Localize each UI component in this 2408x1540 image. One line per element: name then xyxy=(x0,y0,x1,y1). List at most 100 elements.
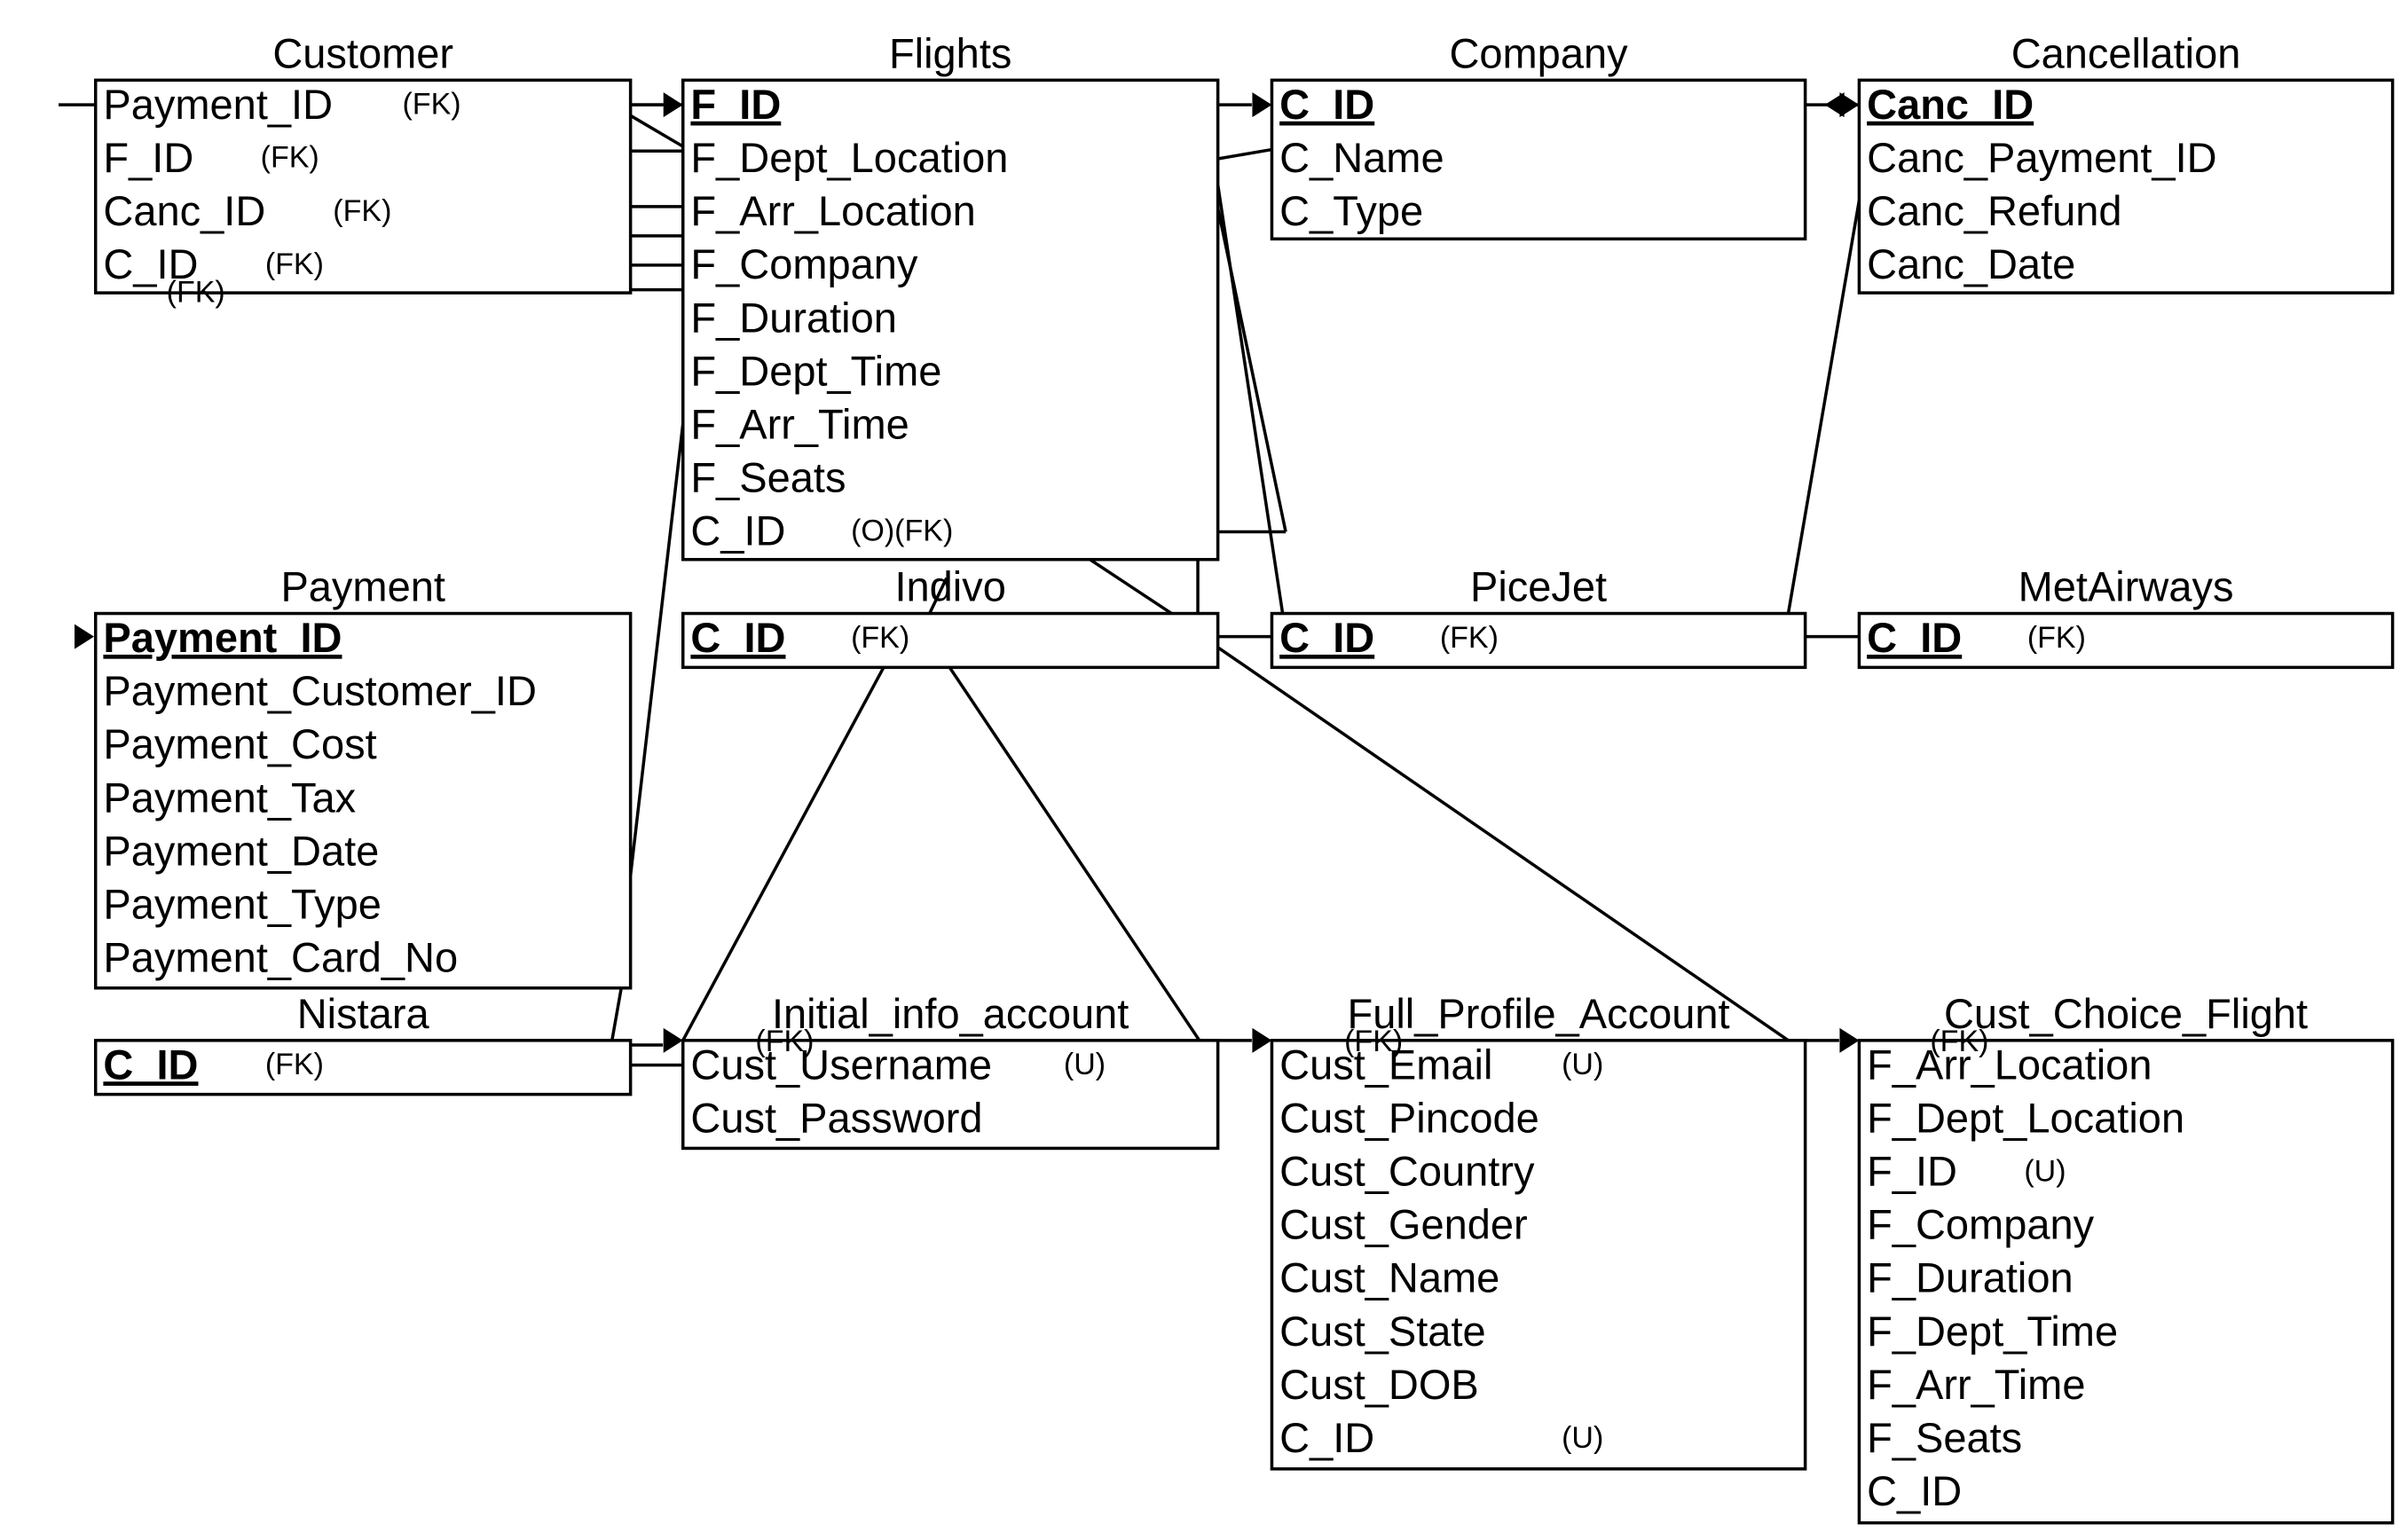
arrowhead xyxy=(1839,1027,1860,1053)
attribute-field: Canc_Refund xyxy=(1867,187,2121,234)
attribute-field: Payment_Date xyxy=(103,827,379,874)
relationship-line xyxy=(1217,147,1272,161)
key-tag: (FK) xyxy=(265,1048,324,1081)
primary-key-field: C_ID xyxy=(1867,614,1962,661)
table-cust-choice-flight: Cust_Choice_FlightF_Arr_LocationF_Dept_L… xyxy=(1857,990,2395,1525)
attribute-field: Payment_Cost xyxy=(103,720,376,767)
attribute-field: Payment_Card_No xyxy=(103,934,458,981)
arrowhead xyxy=(1824,92,1845,118)
primary-key-field: C_ID xyxy=(1279,81,1374,128)
key-tag: (FK) xyxy=(265,248,324,281)
table-box xyxy=(93,78,633,295)
attribute-field: F_ID xyxy=(1867,1147,1957,1194)
table-title: Company xyxy=(1449,29,1628,76)
relationship-line xyxy=(1089,558,1173,615)
attribute-field: Cust_Country xyxy=(1279,1147,1535,1194)
entity-tables: CustomerPayment_ID(FK)F_ID(FK)Canc_ID(FK… xyxy=(93,29,2395,1525)
relationship-line xyxy=(610,987,623,1041)
table-title: PiceJet xyxy=(1470,563,1607,610)
table-customer: CustomerPayment_ID(FK)F_ID(FK)Canc_ID(FK… xyxy=(93,29,633,310)
key-tag: (FK) xyxy=(851,621,909,655)
table-title: Nistara xyxy=(297,990,430,1037)
attribute-field: F_Company xyxy=(690,240,917,287)
arrowhead xyxy=(663,92,683,118)
primary-key-field: C_ID xyxy=(103,1041,198,1088)
arrowhead xyxy=(1252,1027,1272,1053)
key-tag: (U) xyxy=(1064,1048,1106,1081)
key-tag: (O)(FK) xyxy=(851,515,953,548)
attribute-field: F_Dept_Time xyxy=(1867,1308,2118,1355)
primary-key-field: F_ID xyxy=(690,81,781,128)
table-title: Customer xyxy=(272,29,453,76)
relationship-line xyxy=(681,612,915,1041)
key-tag: (U) xyxy=(1562,1421,1603,1455)
attribute-field: Cust_Name xyxy=(1279,1254,1499,1301)
attribute-field: C_ID xyxy=(1279,1414,1374,1461)
attribute-field: Canc_Payment_ID xyxy=(1867,134,2216,181)
attribute-field: Cust_DOB xyxy=(1279,1361,1479,1408)
attribute-field: F_Arr_Location xyxy=(1867,1041,2152,1088)
attribute-field: Canc_Date xyxy=(1867,240,2075,287)
attribute-field: C_ID xyxy=(103,240,198,287)
overlapping-key-tag: (FK) xyxy=(755,1025,814,1058)
attribute-field: F_Dept_Location xyxy=(690,134,1008,181)
attribute-field: F_Duration xyxy=(1867,1254,2074,1301)
table-box xyxy=(93,611,633,990)
attribute-field: Payment_ID xyxy=(103,81,333,128)
table-initial-info-account: Initial_info_accountCust_Username(U)Cust… xyxy=(681,990,1220,1151)
attribute-field: Payment_Customer_ID xyxy=(103,667,536,714)
attribute-field: Cust_Email xyxy=(1279,1041,1492,1088)
attribute-field: F_Seats xyxy=(690,454,846,501)
key-tag: (U) xyxy=(2024,1154,2066,1188)
attribute-field: C_ID xyxy=(690,507,785,554)
primary-key-field: C_ID xyxy=(690,614,785,661)
attribute-field: Cust_State xyxy=(1279,1308,1486,1355)
arrowhead xyxy=(663,1027,683,1053)
table-title: Full_Profile_Account xyxy=(1348,990,1730,1037)
table-title: Payment xyxy=(280,563,445,610)
table-title: Initial_info_account xyxy=(772,990,1129,1037)
table-box xyxy=(681,78,1220,562)
relationship-line xyxy=(1786,200,1861,614)
attribute-field: F_Arr_Time xyxy=(1867,1361,2085,1408)
key-tag: (FK) xyxy=(2027,621,2086,655)
attribute-field: F_Duration xyxy=(690,294,897,341)
key-tag: (FK) xyxy=(333,194,391,228)
attribute-field: C_Type xyxy=(1279,187,1423,234)
key-tag: (FK) xyxy=(402,88,460,122)
table-box xyxy=(1270,1039,1807,1471)
attribute-field: F_Seats xyxy=(1867,1414,2022,1461)
key-tag: (FK) xyxy=(1440,621,1499,655)
key-tag: (FK) xyxy=(261,141,319,175)
relationship-lines xyxy=(59,103,1861,1067)
attribute-field: Cust_Pincode xyxy=(1279,1094,1539,1141)
table-box xyxy=(681,611,1220,670)
table-cancellation: CancellationCanc_IDCanc_Payment_IDCanc_R… xyxy=(1857,29,2395,295)
key-tag: (U) xyxy=(1562,1048,1603,1081)
table-title: Cancellation xyxy=(2011,29,2241,76)
attribute-field: Cust_Password xyxy=(690,1094,982,1141)
attribute-field: F_ID xyxy=(103,134,193,181)
attribute-field: F_Dept_Time xyxy=(690,347,941,394)
arrowhead xyxy=(1252,92,1272,118)
arrowhead xyxy=(1839,92,1860,118)
table-box xyxy=(1857,78,2395,295)
attribute-field: F_Company xyxy=(1867,1201,2094,1248)
table-title: MetAirways xyxy=(2018,563,2234,610)
table-box xyxy=(1270,611,1807,670)
attribute-field: Payment_Type xyxy=(103,881,382,928)
table-box xyxy=(1857,1039,2395,1525)
table-box xyxy=(1857,611,2395,670)
arrowhead xyxy=(74,624,94,649)
attribute-field: Payment_Tax xyxy=(103,774,356,821)
primary-key-field: Payment_ID xyxy=(103,614,342,661)
attribute-field: C_ID xyxy=(1867,1467,1962,1514)
relationship-line xyxy=(629,114,684,148)
